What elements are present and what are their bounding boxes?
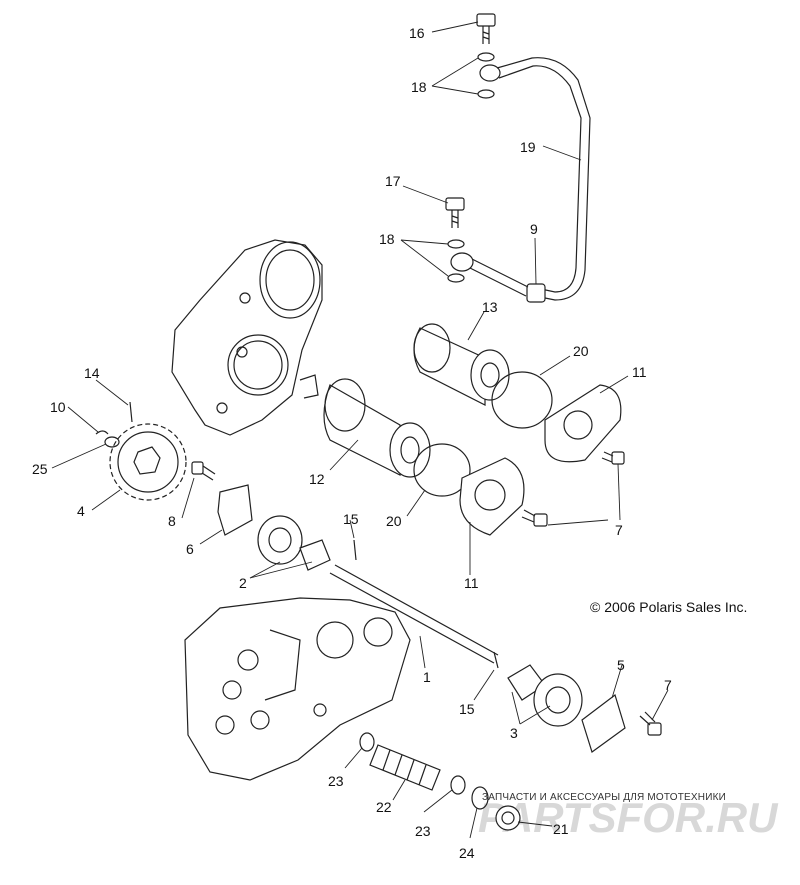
pin-14 [129,401,133,423]
callout-12: 12 [309,471,325,487]
callout-8: 8 [168,513,176,529]
callout-4: 4 [77,503,85,519]
callout-6: 6 [186,541,194,557]
pump-cover-5 [581,694,626,753]
callout-18-top: 18 [411,79,427,95]
callout-23-right: 23 [415,823,431,839]
filter-cover-11-lower [459,457,525,536]
callout-19: 19 [520,139,536,155]
drive-gear-4 [109,423,187,501]
pin-15-upper [353,539,357,561]
upper-engine-case [171,239,323,436]
callout-15-upper: 15 [343,511,359,527]
o-ring-23-right [450,775,466,795]
callout-15-lower: 15 [459,701,475,717]
callout-23-left: 23 [328,773,344,789]
callout-16: 16 [409,25,425,41]
o-ring-23-left [359,732,375,752]
oil-line-assembly [445,13,591,303]
rotor-set-3 [507,664,583,727]
watermark-tagline: ЗАПЧАСТИ И АКСЕССУАРЫ ДЛЯ МОТОТЕХНИКИ [482,792,726,803]
callout-22: 22 [376,799,392,815]
bolt-7-upper [601,451,625,465]
callout-20-lower: 20 [386,513,402,529]
clip-10 [95,430,109,435]
callout-5: 5 [617,657,625,673]
callout-18-lower: 18 [379,231,395,247]
copyright-notice: © 2006 Polaris Sales Inc. [590,599,747,615]
callout-17: 17 [385,173,401,189]
o-ring-20-upper [491,371,553,429]
callout-2: 2 [239,575,247,591]
callout-labels: 16 18 19 17 18 9 13 20 11 14 10 25 12 4 … [32,25,747,861]
oil-filter-13 [413,323,510,406]
lower-engine-case [184,597,411,781]
callout-11-lower: 11 [464,575,479,591]
bolt-8 [191,461,216,481]
pump-cover-6 [217,484,253,536]
relief-valve-22 [369,744,441,791]
leader-lines [51,21,669,839]
pin-15-lower [493,651,499,669]
filter-cover-11-upper [544,384,622,463]
callout-21: 21 [553,821,569,837]
callout-24: 24 [459,845,475,861]
callout-1: 1 [423,669,431,685]
washer-25 [104,436,120,448]
callout-13: 13 [482,299,498,315]
bolt-7-middle [521,509,548,527]
rotor-set-2 [257,515,331,571]
pump-shaft-1 [329,564,499,664]
callout-10: 10 [50,399,66,415]
o-ring-20-lower [413,443,471,497]
callout-7-middle: 7 [615,522,623,538]
callout-7-lower: 7 [664,677,672,693]
watermark-logo: PARTSFOR.RU [478,794,779,841]
washer-24 [471,786,489,810]
bolt-7-lower [639,711,662,736]
plug-21 [495,805,521,831]
oil-filter-12 [323,378,431,478]
callout-14: 14 [84,365,100,381]
callout-9: 9 [530,221,538,237]
callout-25: 25 [32,461,48,477]
callout-20-upper: 20 [573,343,589,359]
callout-11-upper: 11 [632,364,647,380]
callout-3: 3 [510,725,518,741]
